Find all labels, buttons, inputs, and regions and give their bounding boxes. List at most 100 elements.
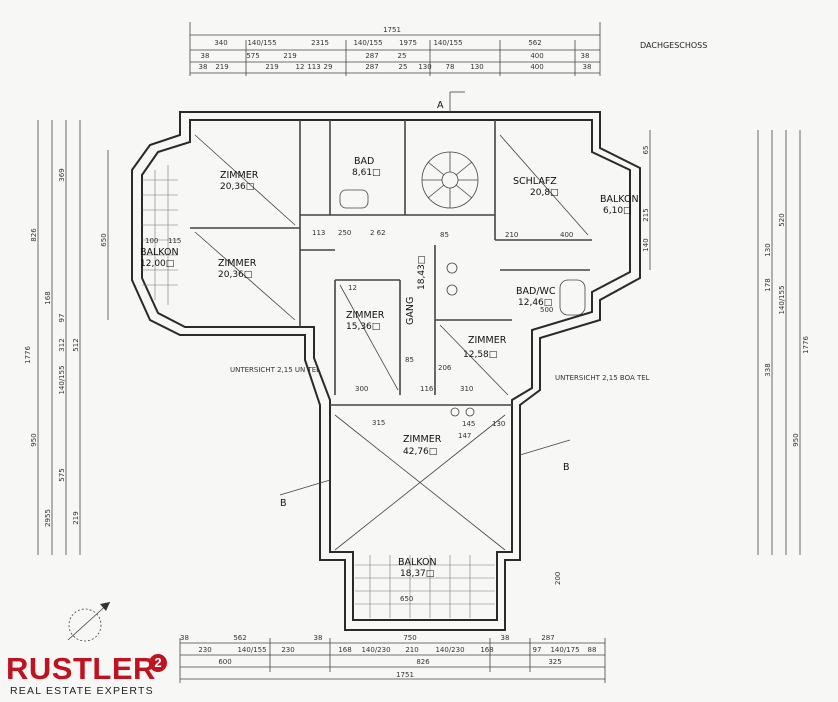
- bottom-dim: 168: [338, 646, 351, 654]
- bottom-dim: 750: [403, 634, 416, 642]
- room-area: 12,00□: [140, 259, 174, 269]
- interior-walls: [190, 120, 592, 551]
- inner-dim: 310: [460, 385, 473, 393]
- top-dim: 562: [528, 39, 541, 47]
- inner-dim: 206: [438, 364, 452, 372]
- top-dim: 1975: [399, 39, 417, 47]
- inner-dim: 113: [312, 229, 325, 237]
- inner-dim: 250: [338, 229, 351, 237]
- left-dim: 168: [44, 291, 52, 304]
- room-area: 18,43□: [417, 256, 427, 290]
- outer-walls: [131, 111, 641, 631]
- bottom-dim: 38: [180, 634, 189, 642]
- section-mark-a: A: [437, 100, 444, 111]
- inner-dim: 12: [348, 284, 357, 292]
- bottom-dim: 140/155: [237, 646, 266, 654]
- bottom-dim: 168: [480, 646, 493, 654]
- bottom-dim: 600: [218, 658, 231, 666]
- top-dim: 25: [399, 63, 408, 71]
- bottom-dimension-chain: 38 562 38 750 38 287 230 140/155 230 168…: [179, 634, 606, 683]
- top-dim: 400: [530, 52, 543, 60]
- ceiling-note: UNTERSICHT 2,15 UN TEL: [230, 366, 320, 374]
- section-markers: A B B: [279, 91, 571, 509]
- inner-dim: 145: [462, 420, 475, 428]
- inner-dim: 210: [505, 231, 518, 239]
- top-dim: 38: [583, 63, 592, 71]
- left-dim: 512: [72, 338, 80, 351]
- room-name: BAD: [354, 156, 374, 167]
- room-area: 6,10□: [603, 206, 632, 216]
- brand-tagline: REAL ESTATE EXPERTS: [10, 685, 154, 697]
- top-dim: 25: [398, 52, 407, 60]
- room-area: 8,61□: [352, 168, 381, 178]
- inner-dimensions: 113 250 2 62 85 210 400 100 115 315 147 …: [145, 229, 573, 603]
- bottom-dim: 826: [416, 658, 430, 666]
- top-dim: 12: [296, 63, 305, 71]
- inner-dim: 100: [145, 237, 158, 245]
- top-dim: 140/155: [353, 39, 382, 47]
- bottom-dim: 140/230: [361, 646, 390, 654]
- top-total-dim: 1751: [383, 26, 401, 34]
- top-dim: 287: [365, 63, 378, 71]
- bottom-dim: 88: [588, 646, 597, 654]
- left-dim: 369: [58, 168, 66, 181]
- inner-dim: 315: [372, 419, 385, 427]
- brand-logo: RUSTLER 2 REAL ESTATE EXPERTS: [4, 652, 179, 698]
- left-dim: 2955: [44, 509, 52, 527]
- top-dim: 38: [199, 63, 208, 71]
- bottom-dim: 38: [314, 634, 323, 642]
- right-dimension-chain: 1776 950 520 338 140/155 178 130 215 140…: [642, 130, 810, 555]
- room-area: 18,37□: [400, 569, 434, 579]
- bottom-dim: 287: [541, 634, 554, 642]
- left-dim: 1776: [24, 346, 32, 364]
- bottom-dim: 562: [233, 634, 246, 642]
- top-dim: 38: [581, 52, 590, 60]
- top-dim: 140/155: [247, 39, 276, 47]
- north-arrow-icon: [67, 601, 111, 642]
- left-dim: 140/155: [58, 365, 66, 394]
- room-area: 20,36□: [220, 182, 254, 192]
- brand-superscript: 2: [149, 654, 167, 672]
- inner-dim: 500: [540, 306, 553, 314]
- left-dimension-chain: 826 650 1776 950 2955 575 219 140/155 51…: [24, 120, 109, 555]
- room-name: BALKON: [398, 557, 437, 568]
- room-name: BALKON: [140, 247, 179, 258]
- inner-dim: 85: [405, 356, 414, 364]
- inner-dim: 300: [355, 385, 368, 393]
- top-dim: 219: [283, 52, 296, 60]
- right-dim: 178: [764, 278, 772, 291]
- room-name: ZIMMER: [218, 258, 257, 269]
- bottom-dim: 210: [405, 646, 418, 654]
- room-area: 12,58□: [463, 350, 497, 360]
- bottom-dim: 97: [533, 646, 542, 654]
- inner-dim: 400: [560, 231, 573, 239]
- ceiling-note: UNTERSICHT 2,15 BOA TEL: [555, 374, 650, 382]
- right-dim: 215: [642, 208, 650, 221]
- left-dim: 650: [100, 233, 108, 246]
- bottom-total-dim: 1751: [396, 671, 414, 679]
- right-dim: 338: [764, 363, 772, 376]
- left-dim: 97: [58, 314, 66, 323]
- inner-dim: 200: [554, 572, 562, 585]
- bottom-dim: 230: [198, 646, 211, 654]
- top-dim: 130: [418, 63, 431, 71]
- top-dim: 219: [265, 63, 278, 71]
- top-dimension-chain: 1751 340 140/155 2315 140/155 1975 140/1…: [189, 22, 601, 76]
- brand-name: RUSTLER: [6, 651, 156, 686]
- top-dim: 219: [215, 63, 228, 71]
- top-dim: 400: [530, 63, 543, 71]
- top-dim: 340: [214, 39, 227, 47]
- room-name: ZIMMER: [346, 310, 385, 321]
- room-area: 12,46□: [518, 298, 552, 308]
- top-dim: 38: [201, 52, 210, 60]
- room-area: 42,76□: [403, 447, 437, 457]
- left-dim: 826: [30, 228, 38, 242]
- left-dim: 219: [72, 511, 80, 524]
- room-area: 20,36□: [218, 270, 252, 280]
- top-dim: 287: [365, 52, 378, 60]
- room-labels: ZIMMER 20,36□ ZIMMER 20,36□ BAD 8,61□ SC…: [140, 156, 639, 579]
- room-area: 15,36□: [346, 322, 380, 332]
- top-dim: 575: [246, 52, 259, 60]
- inner-dim: 650: [400, 595, 413, 603]
